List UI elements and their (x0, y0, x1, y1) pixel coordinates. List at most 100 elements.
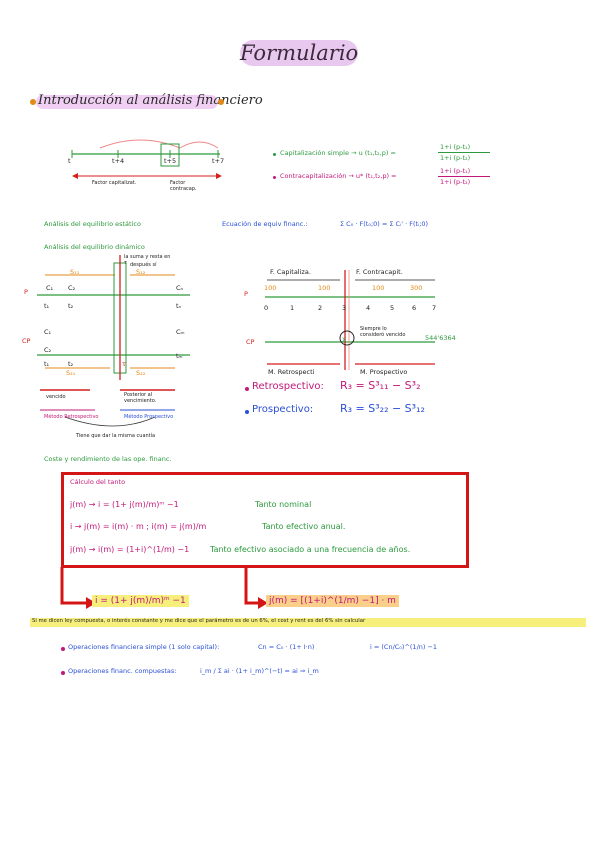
tm-label: tₘ (176, 352, 183, 360)
tick-label: 2 (318, 304, 323, 312)
box-line3-formula: j(m) → i(m) = (1+i)^(1/m) −1 (70, 545, 190, 554)
tick-label: 1 (290, 304, 295, 312)
section-title: Introducción al análisis financiero (38, 93, 263, 108)
tick-label: 5 (390, 304, 395, 312)
box-line2-formula: i → j(m) = i(m) · m ; i(m) = j(m)/m (70, 522, 207, 531)
static-analysis: Análisis del equilibrio estático (44, 220, 141, 228)
x-label: X (342, 336, 347, 344)
cm-label: Cₘ (176, 328, 185, 336)
tick-label: 4 (366, 304, 371, 312)
s21-label: S₂₁ (66, 369, 76, 377)
pros-equation: R₃ = S³₂₂ − S³₁₂ (340, 402, 425, 415)
bullet-dot (273, 153, 276, 156)
box-line2-desc: Tanto efectivo anual. (262, 522, 346, 531)
note-highlight (30, 618, 586, 627)
amount-label: 544'6364 (425, 334, 456, 342)
legend-pros: Método Prospectivo (124, 414, 174, 420)
result-2: j(m) = [(1+i)^(1/m) −1] · m (266, 595, 399, 607)
bullet-dot (61, 647, 65, 651)
op-comp-eq: i_m / Σ ai · (1+ i_m)^(−t) = ai ⇒ i_m (200, 667, 319, 675)
p-label-right: P (244, 290, 248, 298)
c1-label: C₁ (46, 284, 54, 292)
note-top2: después sí (130, 262, 157, 268)
tau-label: τ (122, 360, 126, 368)
value-label: 100 (318, 284, 331, 292)
fcap-label: F. Capitaliza. (270, 268, 311, 276)
value-label: 100 (372, 284, 385, 292)
legend-retro: Método Retrospectivo (44, 414, 99, 420)
timeline-diagram (71, 139, 222, 179)
box-line1-formula: j(m) → i = (1+ j(m)/m)ᵐ −1 (70, 500, 179, 509)
fraction-bar (438, 152, 490, 153)
left-equilibrium-diagram (37, 255, 190, 427)
t1b-label: t₁ (44, 360, 50, 368)
c2-label: C₂ (68, 284, 76, 292)
contra-frac-den: 1+i (p-t₂) (440, 178, 471, 186)
dynamic-analysis: Análisis del equilibrio dinámico (44, 243, 145, 251)
p-label: P (24, 288, 28, 296)
c1b-label: C₁ (44, 328, 52, 336)
retro-equation: R₃ = S³₁₁ − S³₂ (340, 379, 421, 392)
box-title: Cálculo del tanto (70, 478, 126, 486)
fcontra-label: F. Contracapit. (356, 268, 403, 276)
legend-vencido: vencido (46, 394, 66, 400)
equiv-equation: Σ C₀ · F(t₀;0) = Σ Cᵢ' · F(tᵢ;0) (340, 220, 429, 228)
page-title: Formulario (240, 41, 359, 65)
tick-label: 3 (342, 304, 347, 312)
bullet-dot (61, 671, 65, 675)
legend-posterior: Posterior al vencimiento. (124, 392, 157, 404)
equiv-label: Ecuación de equiv financ.: (222, 220, 308, 228)
title-highlight (240, 40, 358, 66)
bullet-dot (30, 99, 36, 105)
result-arrows (60, 567, 268, 609)
retro-label: Retrospectivo: (252, 381, 324, 392)
factor-label: Factor contracap. (170, 180, 197, 192)
cn-label: Cₙ (176, 284, 184, 292)
t2-label: t₂ (68, 302, 74, 310)
bullet-dot (245, 410, 249, 414)
pros-label: Prospectivo: (252, 404, 314, 415)
cp-label: CP (22, 337, 31, 345)
calculation-box (61, 472, 469, 568)
bullet-dot (245, 387, 249, 391)
c2b-label: C₂ (44, 346, 52, 354)
tick-label: t+7 (212, 157, 225, 165)
t2b-label: t₂ (68, 360, 74, 368)
cap-frac-den: 1+i (p-t₂) (440, 154, 471, 162)
op-simple-label: Operaciones financiera simple (1 solo ca… (68, 643, 220, 651)
cap-frac-num: 1+i (p-t₁) (440, 143, 471, 151)
contra-frac-num: 1+i (p-t₁) (440, 167, 471, 175)
box-line1-desc: Tanto nominal (255, 500, 312, 509)
cp-label-right: CP (246, 338, 255, 346)
note-top: la suma y resta en τ (124, 254, 171, 266)
m-pros-label: M. Prospectivo (360, 368, 408, 376)
tick-label: 7 (432, 304, 437, 312)
factor-label: Factor capitalizat. (92, 180, 137, 186)
bullet-dot (218, 99, 224, 105)
tick-label: t (68, 157, 71, 165)
tick-label: t+5 (164, 157, 177, 165)
tick-label: t+4 (112, 157, 125, 165)
m-retro-label: M. Retrospecti (268, 368, 315, 376)
s11-label: S₁₁ (70, 268, 80, 276)
fraction-bar (438, 176, 490, 177)
result-1: i = (1+ j(m)/m)ᵐ −1 (92, 595, 189, 607)
s12-label: S₁₂ (136, 268, 146, 276)
footnote: Tiene que dar la misma cuantía (76, 433, 156, 439)
section2-title: Coste y rendimiento de las ope. financ. (44, 455, 172, 463)
contra-formula: Contracapitalización → u* (t₁,t₂,p) = (280, 172, 397, 180)
op-comp-label: Operaciones financ. compuestas: (68, 667, 177, 675)
circle-note: Siempre lo consideró vencido (360, 326, 406, 338)
box-line3-desc: Tanto efectivo asociado a una frecuencia… (210, 545, 411, 554)
tn-label: tₙ (176, 302, 182, 310)
op-simple-result: i = (Cn/C₀)^(1/n) −1 (370, 643, 438, 651)
section-highlight (36, 95, 218, 109)
tick-label: 6 (412, 304, 417, 312)
value-label: 300 (410, 284, 423, 292)
cap-formula: Capitalización simple → u (t₁,t₂,p) = (280, 149, 396, 157)
op-simple-eq: Cn = C₀ · (1+ I·n) (258, 643, 315, 651)
s22-label: S₂₂ (136, 369, 146, 377)
tick-label: 0 (264, 304, 269, 312)
right-equilibrium-diagram (265, 270, 435, 370)
bullet-dot (273, 176, 276, 179)
